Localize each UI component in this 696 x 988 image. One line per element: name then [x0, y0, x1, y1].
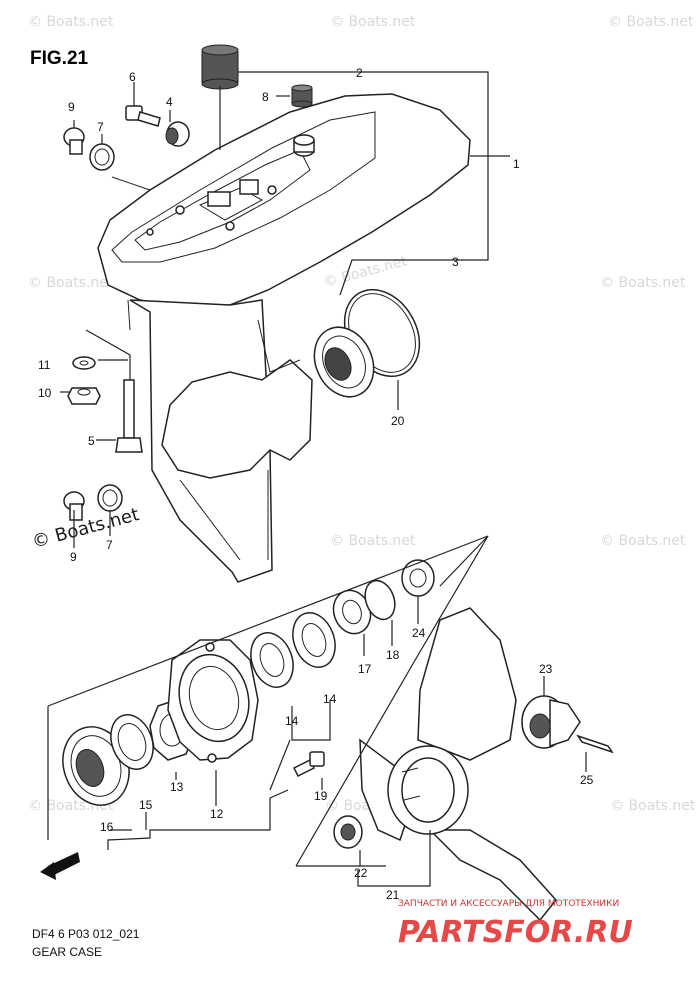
callout-16: 16 [100, 820, 114, 834]
part-7-gasket-upper [89, 143, 115, 171]
part-20-bearing [313, 326, 375, 398]
part-22-spacer [333, 815, 363, 849]
part-7-gasket-lower-inner [102, 489, 118, 507]
part-25-cotter-pin [576, 734, 614, 754]
callout-11: 11 [38, 358, 51, 372]
part-4-collar [165, 121, 190, 147]
watermark-text: © Boats.net [322, 253, 409, 291]
branding-logo: PARTSFOR.RU [398, 915, 633, 950]
callout-7-upper: 7 [97, 120, 104, 134]
callout-20: 20 [391, 414, 405, 428]
figure-code: DF4 6 P03 012_021 [32, 927, 140, 941]
figure-caption: GEAR CASE [32, 945, 102, 959]
part-19-bolt [292, 751, 325, 778]
callout-1: 1 [513, 157, 520, 171]
part-14-oil-seal-a [250, 632, 294, 688]
callout-5: 5 [88, 434, 95, 448]
callout-9-upper: 9 [68, 100, 75, 114]
callout-12: 12 [210, 807, 224, 821]
callout-14-right: 14 [323, 692, 337, 706]
watermark-text: © Boats.net [600, 275, 686, 291]
part-12-bearing-housing [167, 639, 259, 763]
part-15-bearing [110, 714, 154, 770]
fwd-arrow-icon [40, 852, 80, 880]
callout-19: 19 [314, 789, 328, 803]
part-2-sleeve [201, 44, 239, 90]
watermark-text: © Boats.net [600, 533, 686, 549]
part-21-propeller [359, 607, 557, 922]
watermark-text: © Boats.net [608, 14, 694, 30]
part-24-spacer [401, 559, 435, 597]
part-18-washer [364, 579, 396, 621]
callout-9-lower: 9 [70, 550, 77, 564]
part-6-bolt [125, 105, 161, 127]
callout-15: 15 [139, 798, 153, 812]
part-7-gasket-lower [97, 484, 123, 512]
part-24-spacer-inner [409, 568, 427, 588]
watermark-text: © Boats.net [28, 14, 114, 30]
part-23-propeller-nut [521, 695, 581, 749]
part-8-bushing [291, 84, 313, 108]
callout-labels: 2 1 3 8 6 4 9 7 11 10 5 9 7 20 24 18 17 … [38, 66, 594, 902]
part-5-stud-bolt [115, 379, 143, 453]
callout-23: 23 [539, 662, 553, 676]
figure-title: FIG.21 [30, 48, 89, 69]
part-14-oil-seal-b-inner [301, 623, 327, 657]
watermark-text: © Boats.net [610, 798, 696, 814]
callout-18: 18 [386, 648, 400, 662]
part-11-washer-hole [79, 360, 89, 366]
callout-3: 3 [452, 255, 459, 269]
watermark-text: © Boats.net [330, 14, 416, 30]
callout-6: 6 [129, 70, 136, 84]
part-11-washer [72, 356, 96, 370]
watermark-text: © Boats.net [330, 533, 416, 549]
part-7-gasket-upper-inner [94, 148, 110, 166]
callout-22: 22 [354, 866, 368, 880]
callout-2: 2 [356, 66, 363, 80]
callout-21: 21 [386, 888, 400, 902]
part-14-oil-seal-a-inner [259, 643, 285, 677]
part-10-nut [67, 387, 101, 405]
callout-4: 4 [166, 95, 173, 109]
leader-lines [47, 71, 587, 887]
branding-tagline: ЗАПЧАСТИ И АКСЕССУАРЫ ДЛЯ МОТОТЕХНИКИ [398, 899, 619, 909]
watermark-text: © Boats.net [28, 275, 114, 291]
callout-25: 25 [580, 773, 594, 787]
part-9-drain-plug-upper [63, 127, 85, 155]
callout-14-left: 14 [285, 714, 299, 728]
callout-7-lower: 7 [106, 538, 113, 552]
callout-13: 13 [170, 780, 184, 794]
callout-10: 10 [38, 386, 52, 400]
watermark-text-bold: © Boats.net [30, 504, 142, 553]
part-14-oil-seal-b [292, 612, 336, 668]
part-17-thrust-ring-inner [342, 599, 362, 625]
callout-8: 8 [262, 90, 269, 104]
gear-case-housing [97, 93, 471, 583]
callout-17: 17 [358, 662, 372, 676]
callout-24: 24 [412, 626, 426, 640]
